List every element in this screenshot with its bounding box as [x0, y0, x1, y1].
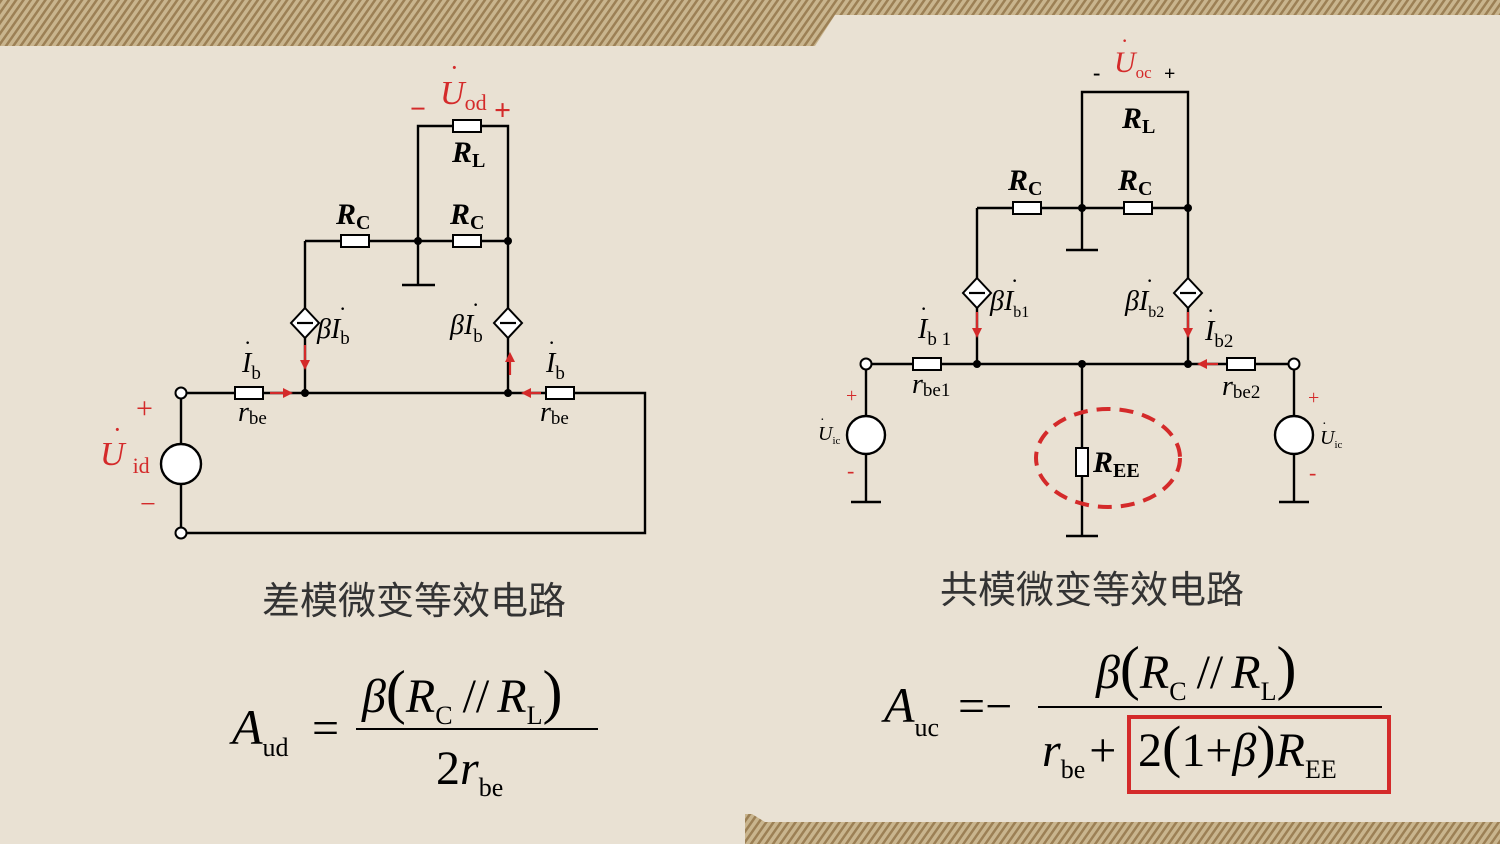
left-formula-eq: = [312, 702, 339, 755]
right-label-rl: RL [1121, 102, 1155, 138]
common-mode-gain-formula: Auc =− β(RC//RL) rbe+ 2(1+β)REE [881, 635, 1391, 794]
left-formula-lhs: Aud [229, 699, 289, 762]
right-label-ib2: Ib2 [1204, 316, 1233, 352]
right-uic1-minus: - [847, 458, 854, 483]
right-ree-resistor [1075, 447, 1089, 477]
left-uid-plus: + [136, 392, 153, 425]
svg-text:·: · [339, 296, 346, 321]
svg-text:·: · [820, 413, 825, 428]
left-rc1-resistor [340, 234, 370, 248]
left-uod-minus: − [410, 94, 426, 125]
right-uic2-plus: + [1308, 387, 1319, 409]
ree-highlight-ellipse [1034, 407, 1182, 509]
differential-gain-formula: Aud = β(RC//RL) 2rbe [229, 659, 598, 802]
right-formula-boxed-term: 2(1+β)REE [1138, 714, 1337, 784]
right-label-beta-ib1: βIb1 [989, 286, 1029, 321]
right-label-rc2: RC [1117, 164, 1152, 200]
svg-text:·: · [920, 296, 927, 321]
right-rc2-resistor [1123, 201, 1153, 215]
svg-text:·: · [548, 330, 555, 355]
left-label-rc2: RC [449, 198, 484, 234]
left-label-beta-ib1: βIb [316, 314, 350, 349]
svg-text:·: · [450, 53, 459, 82]
right-caption: 共模微变等效电路 [940, 568, 1244, 612]
left-formula-numerator: β(RC//RL) [361, 659, 562, 730]
right-uoc-minus: - [1093, 60, 1100, 85]
ree-term-highlight-box [1127, 715, 1391, 794]
right-formula-denominator: rbe+ [1042, 724, 1116, 784]
left-label-ib2: Ib [545, 348, 565, 384]
right-label-ib1: Ib 1 [917, 314, 951, 350]
right-voltage-source-2 [1273, 414, 1315, 456]
svg-text:·: · [472, 292, 479, 317]
right-formula-eq: =− [958, 680, 1012, 733]
left-label-rbe2: rbe [540, 397, 569, 429]
bottom-border-stripe [745, 814, 1500, 844]
right-label-uic1: Uic [818, 423, 841, 447]
left-rbe1-resistor [234, 386, 264, 400]
left-label-rl: RL [451, 136, 485, 172]
right-label-uic2: Uic [1320, 427, 1343, 451]
left-rbe2-resistor [545, 386, 575, 400]
right-label-rbe2: rbe2 [1222, 371, 1260, 403]
right-label-rc1: RC [1007, 164, 1042, 200]
left-caption: 差模微变等效电路 [262, 579, 566, 623]
common-mode-circuit: RL RC RC Uoc · - + βIb1 · βIb2 · Ib 1 · … [818, 28, 1343, 538]
svg-text:·: · [1121, 28, 1128, 53]
left-label-rc1: RC [335, 198, 370, 234]
left-uod-plus: + [494, 94, 511, 127]
svg-text:·: · [1322, 417, 1327, 432]
right-rc1-resistor [1012, 201, 1042, 215]
left-rl-resistor [452, 119, 482, 133]
right-formula-numerator: β(RC//RL) [1095, 635, 1296, 706]
left-label-ib1: Ib [241, 348, 261, 384]
left-label-uod: Uod [440, 75, 487, 115]
svg-text:·: · [244, 330, 251, 355]
right-label-ree: REE [1092, 446, 1140, 482]
top-border-stripe [0, 0, 1500, 46]
left-label-rbe1: rbe [238, 397, 267, 429]
left-voltage-source [159, 442, 203, 486]
left-uid-minus: − [140, 489, 156, 520]
svg-text:·: · [1011, 268, 1018, 293]
left-formula-denominator: 2rbe [436, 742, 503, 802]
right-label-rbe1: rbe1 [912, 369, 950, 401]
right-formula-lhs: Auc [881, 677, 939, 742]
right-rbe2-resistor [1226, 357, 1256, 371]
left-rc2-resistor [452, 234, 482, 248]
right-uoc-plus: + [1164, 63, 1175, 85]
svg-text:·: · [1146, 268, 1153, 293]
svg-text:·: · [1207, 298, 1214, 323]
right-uic1-plus: + [846, 385, 857, 407]
left-label-beta-ib2: βIb [449, 310, 483, 347]
right-uic2-minus: - [1309, 460, 1316, 485]
right-label-beta-ib2: βIb2 [1124, 286, 1164, 321]
right-rbe1-resistor [912, 357, 942, 371]
right-label-uoc: Uoc [1114, 46, 1152, 82]
svg-text:·: · [113, 415, 122, 444]
right-voltage-source-1 [845, 414, 887, 456]
